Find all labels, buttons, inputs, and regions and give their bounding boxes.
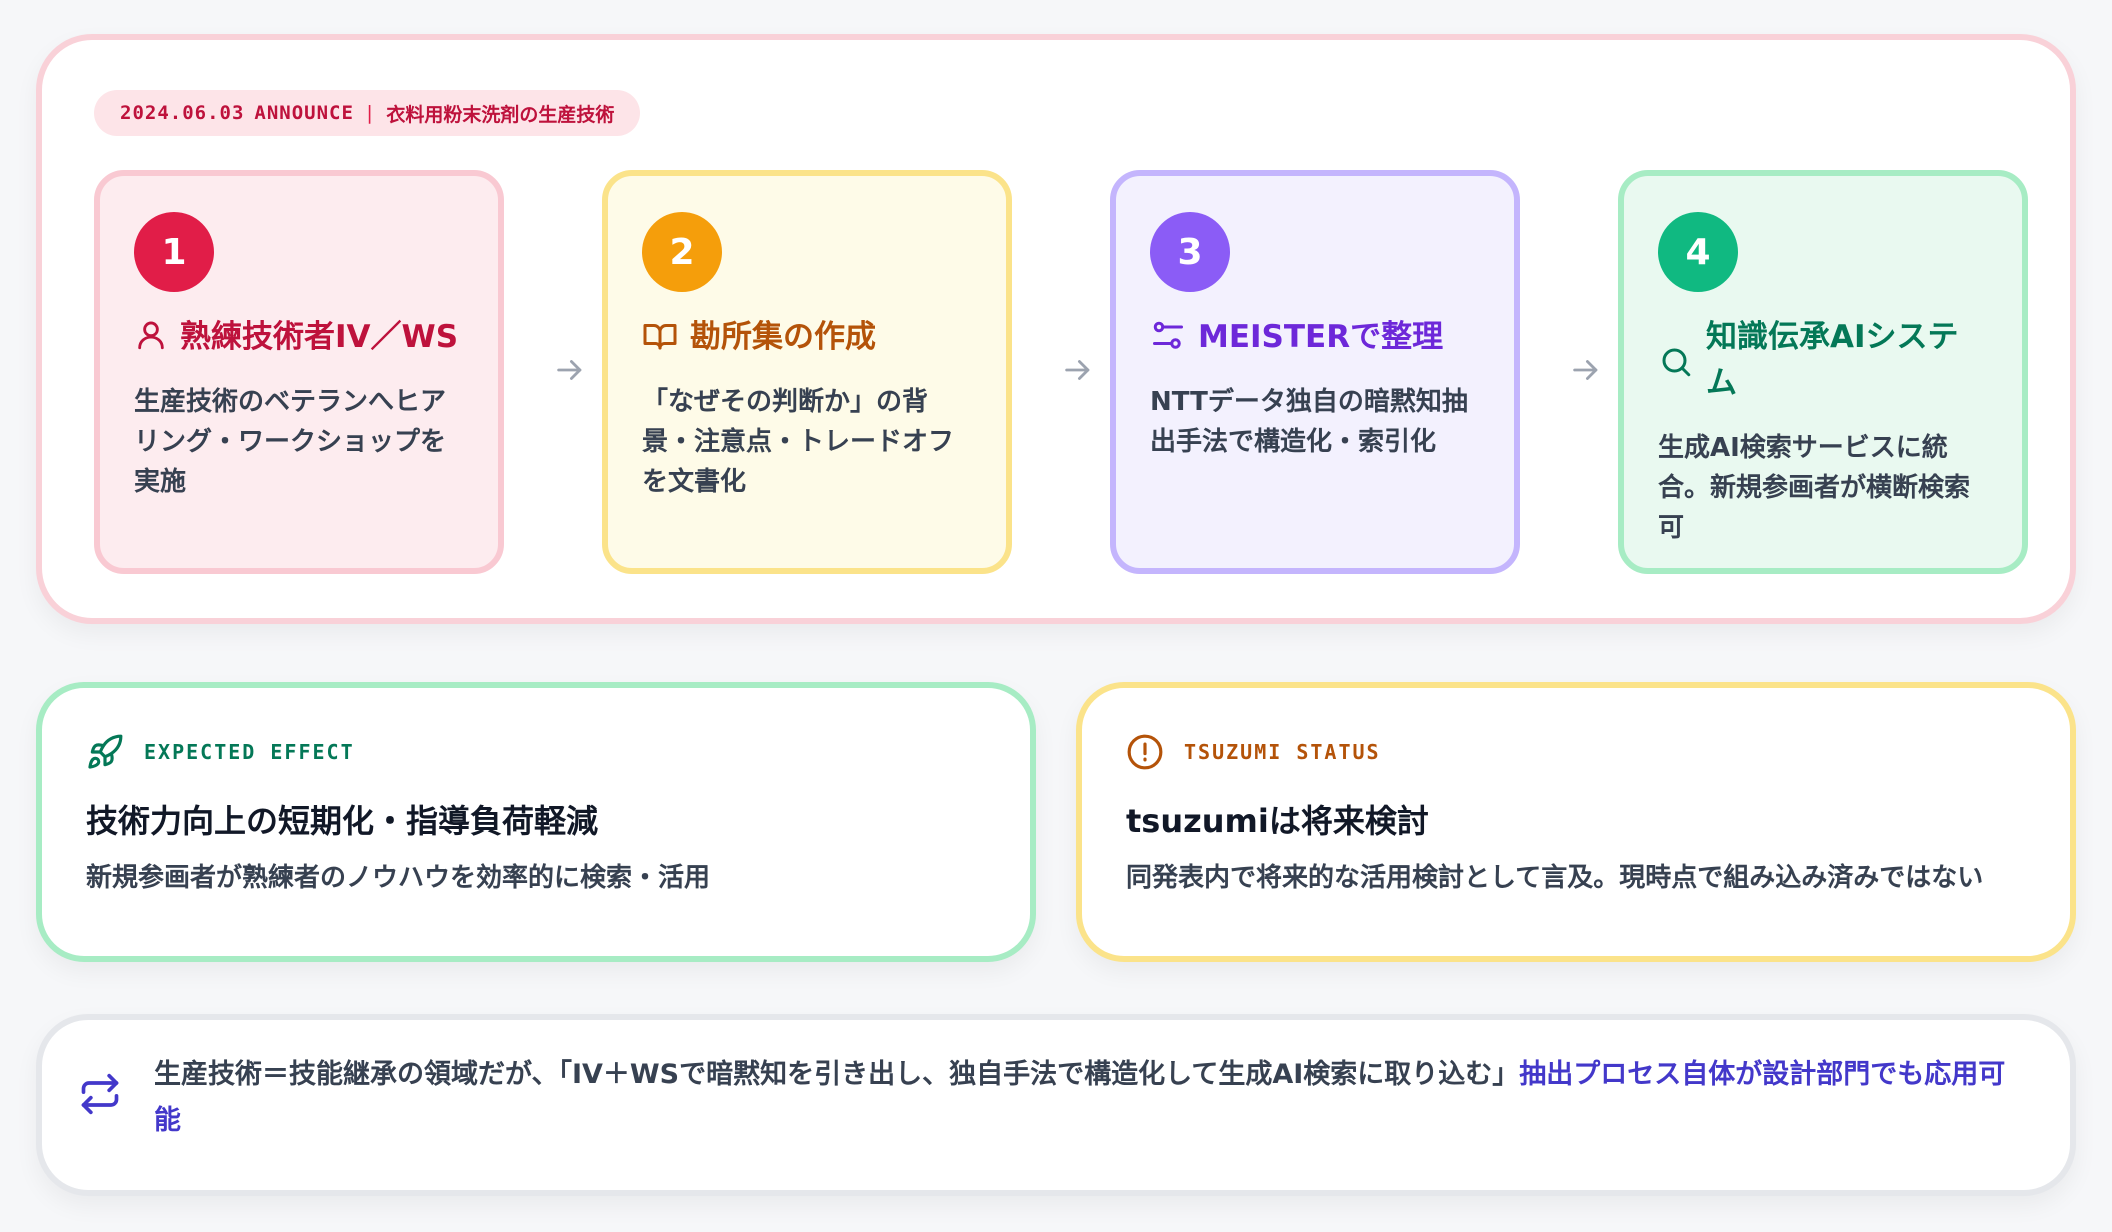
arrow-right-icon: [1058, 350, 1098, 390]
step-card-3: 3 MEISTERで整理 NTTデータ独自の暗黙知抽出手法で構造化・索引化: [1110, 170, 1520, 574]
repeat-icon: [81, 1073, 119, 1115]
card-label-row: EXPECTED EFFECT: [86, 732, 986, 772]
arrow-right-icon: [550, 350, 590, 390]
step-number-badge: 4: [1658, 212, 1738, 292]
step-number-badge: 3: [1150, 212, 1230, 292]
expected-effect-card: EXPECTED EFFECT 技術力向上の短期化・指導負荷軽減 新規参画者が熟…: [36, 682, 1036, 962]
card-body: 新規参画者が熟練者のノウハウを効率的に検索・活用: [86, 863, 711, 893]
announcement-tag: 2024.06.03 ANNOUNCE | 衣料用粉末洗剤の生産技術: [94, 90, 641, 136]
note-text: 生産技術＝技能継承の領域だが、「IV＋WSで暗黙知を引き出し、独自手法で構造化し…: [154, 1052, 2030, 1190]
card-label: EXPECTED EFFECT: [144, 740, 355, 764]
process-panel: 2024.06.03 ANNOUNCE | 衣料用粉末洗剤の生産技術 1 熟練技…: [36, 34, 2076, 624]
card-headline: 技術力向上の短期化・指導負荷軽減: [86, 802, 599, 840]
step-card-2: 2 勘所集の作成 「なぜその判断か」の背景・注意点・トレードオフを文書化: [602, 170, 1012, 574]
step-description: 生成AI検索サービスに統合。新規参画者が横断検索可: [1658, 433, 1971, 543]
step-description: 「なぜその判断か」の背景・注意点・トレードオフを文書化: [642, 387, 955, 497]
book-icon: [643, 324, 677, 350]
search-icon: [1662, 348, 1691, 377]
alert-circle-icon: [1127, 734, 1163, 770]
person-icon: [138, 321, 164, 350]
note-highlight: 抽出プロセス自体が設計部門でも応用可能: [154, 1059, 2006, 1136]
card-label-row: TSUZUMI STATUS: [1126, 732, 2026, 772]
tag-date: 2024.06.03: [120, 102, 245, 124]
step-title: MEISTERで整理: [1198, 319, 1444, 355]
step-title-row: 知識伝承AIシステム: [1658, 314, 1988, 406]
rocket-icon: [88, 734, 123, 769]
card-label: TSUZUMI STATUS: [1184, 740, 1381, 764]
step-number-badge: 1: [134, 212, 214, 292]
step-card-4: 4 知識伝承AIシステム 生成AI検索サービスに統合。新規参画者が横断検索可: [1618, 170, 2028, 574]
arrow-right-icon: [1566, 350, 1606, 390]
step-title-row: MEISTERで整理: [1150, 314, 1480, 360]
step-title: 知識伝承AIシステム: [1706, 319, 1959, 401]
tag-subject: 衣料用粉末洗剤の生産技術: [386, 103, 615, 126]
tag-separator: |: [363, 102, 377, 124]
summary-note: 生産技術＝技能継承の領域だが、「IV＋WSで暗黙知を引き出し、独自手法で構造化し…: [36, 1014, 2076, 1196]
card-headline: tsuzumiは将来検討: [1126, 802, 1429, 840]
step-title-row: 熟練技術者IV／WS: [134, 314, 464, 360]
step-title-row: 勘所集の作成: [642, 314, 972, 360]
sliders-icon: [1153, 321, 1183, 349]
card-body: 同発表内で将来的な活用検討として言及。現時点で組み込み済みではない: [1126, 863, 1984, 893]
step-description: NTTデータ独自の暗黙知抽出手法で構造化・索引化: [1150, 387, 1468, 457]
step-title: 熟練技術者IV／WS: [180, 319, 459, 355]
step-number-badge: 2: [642, 212, 722, 292]
step-description: 生産技術のベテランへヒアリング・ワークショップを実施: [134, 387, 447, 497]
tag-kind: ANNOUNCE: [254, 102, 354, 124]
step-title: 勘所集の作成: [690, 319, 876, 355]
note-main-text: 生産技術＝技能継承の領域だが、「IV＋WSで暗黙知を引き出し、独自手法で構造化し…: [154, 1059, 1520, 1090]
step-card-1: 1 熟練技術者IV／WS 生産技術のベテランへヒアリング・ワークショップを実施: [94, 170, 504, 574]
tsuzumi-status-card: TSUZUMI STATUS tsuzumiは将来検討 同発表内で将来的な活用検…: [1076, 682, 2076, 962]
